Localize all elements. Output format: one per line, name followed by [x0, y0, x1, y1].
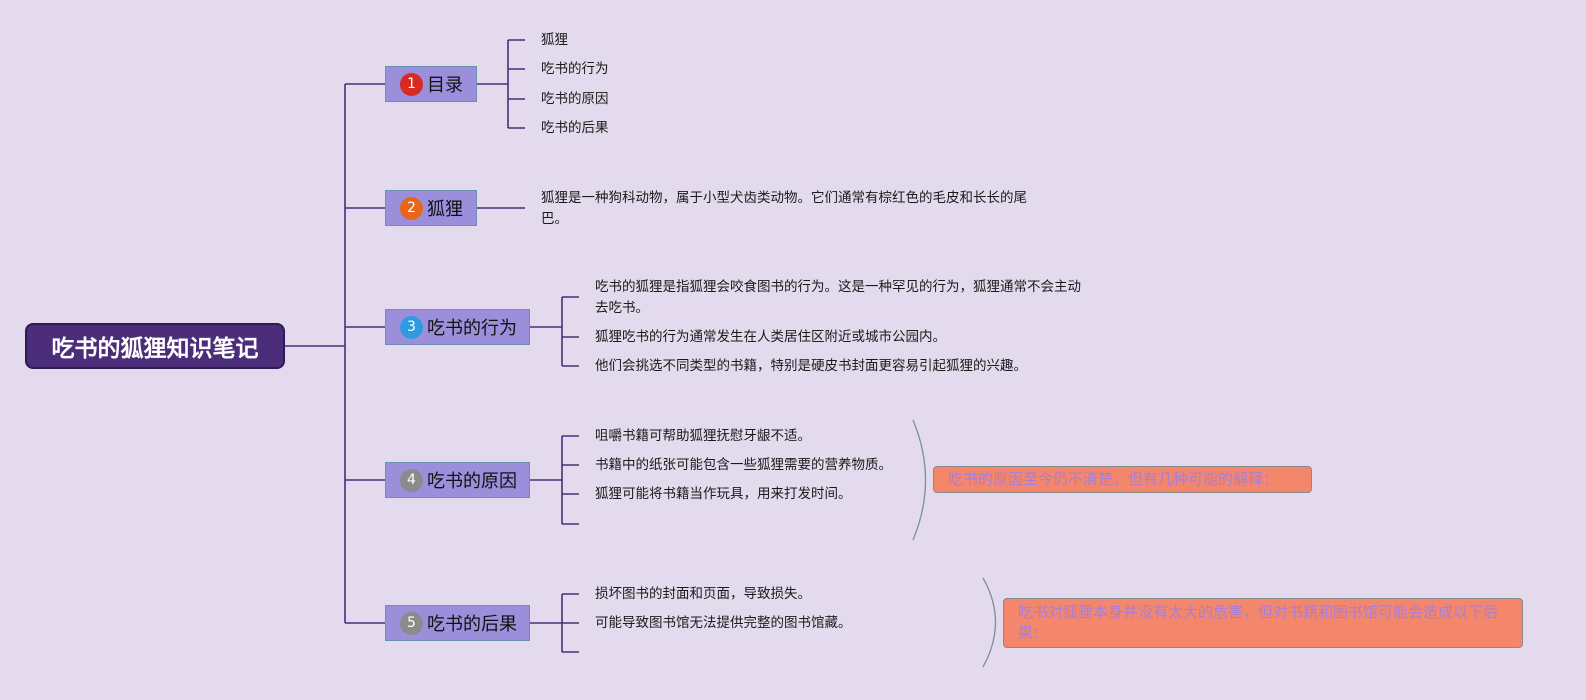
topic-reasons[interactable]: 4 吃书的原因 — [385, 462, 530, 498]
topic-label: 目录 — [427, 75, 463, 96]
topic-label: 吃书的行为 — [427, 318, 517, 339]
consequence-item-1[interactable]: 损坏图书的封面和页面，导致损失。 — [595, 586, 811, 602]
reason-item-2[interactable]: 书籍中的纸张可能包含一些狐狸需要的营养物质。 — [595, 457, 892, 473]
topic-consequences[interactable]: 5 吃书的后果 — [385, 605, 530, 641]
toc-item-consequences[interactable]: 吃书的后果 — [541, 120, 609, 136]
fox-description[interactable]: 狐狸是一种狗科动物，属于小型犬齿类动物。它们通常有棕红色的毛皮和长长的尾巴。 — [541, 190, 1027, 227]
consequence-item-2[interactable]: 可能导致图书馆无法提供完整的图书馆藏。 — [595, 615, 852, 631]
topic-label: 狐狸 — [427, 199, 463, 220]
number-5-icon: 5 — [400, 611, 423, 635]
summary-text: 吃书对狐狸本身并没有太大的危害，但对书籍和图书馆可能会造成以下后果： — [1018, 603, 1499, 642]
topic-behavior[interactable]: 3 吃书的行为 — [385, 309, 530, 345]
behavior-item-3[interactable]: 他们会挑选不同类型的书籍，特别是硬皮书封面更容易引起狐狸的兴趣。 — [595, 358, 1027, 374]
topic-label: 吃书的原因 — [427, 471, 517, 492]
topic-fox[interactable]: 2 狐狸 — [385, 190, 477, 226]
reason-item-3[interactable]: 狐狸可能将书籍当作玩具，用来打发时间。 — [595, 486, 852, 502]
root-node[interactable]: 吃书的狐狸知识笔记 — [25, 323, 285, 369]
number-3-icon: 3 — [400, 315, 423, 339]
reasons-summary-callout[interactable]: 吃书的原因至今仍不清楚，但有几种可能的解释： — [933, 466, 1312, 493]
summary-text: 吃书的原因至今仍不清楚，但有几种可能的解释： — [948, 470, 1279, 488]
summary-brace-4 — [912, 419, 927, 541]
topic-label: 吃书的后果 — [427, 614, 517, 635]
toc-item-reasons[interactable]: 吃书的原因 — [541, 91, 609, 107]
toc-item-fox[interactable]: 狐狸 — [541, 32, 568, 48]
number-2-icon: 2 — [400, 196, 423, 220]
root-label: 吃书的狐狸知识笔记 — [51, 336, 259, 362]
behavior-item-1[interactable]: 吃书的狐狸是指狐狸会咬食图书的行为。这是一种罕见的行为，狐狸通常不会主动去吃书。 — [595, 279, 1081, 316]
reason-item-1[interactable]: 咀嚼书籍可帮助狐狸抚慰牙龈不适。 — [595, 428, 811, 444]
number-4-icon: 4 — [400, 468, 423, 492]
topic-toc[interactable]: 1 目录 — [385, 66, 477, 102]
toc-item-behavior[interactable]: 吃书的行为 — [541, 61, 609, 77]
behavior-item-2[interactable]: 狐狸吃书的行为通常发生在人类居住区附近或城市公园内。 — [595, 329, 946, 345]
summary-brace-5 — [982, 577, 997, 668]
consequences-summary-callout[interactable]: 吃书对狐狸本身并没有太大的危害，但对书籍和图书馆可能会造成以下后果： — [1003, 598, 1523, 648]
number-1-icon: 1 — [400, 72, 423, 96]
